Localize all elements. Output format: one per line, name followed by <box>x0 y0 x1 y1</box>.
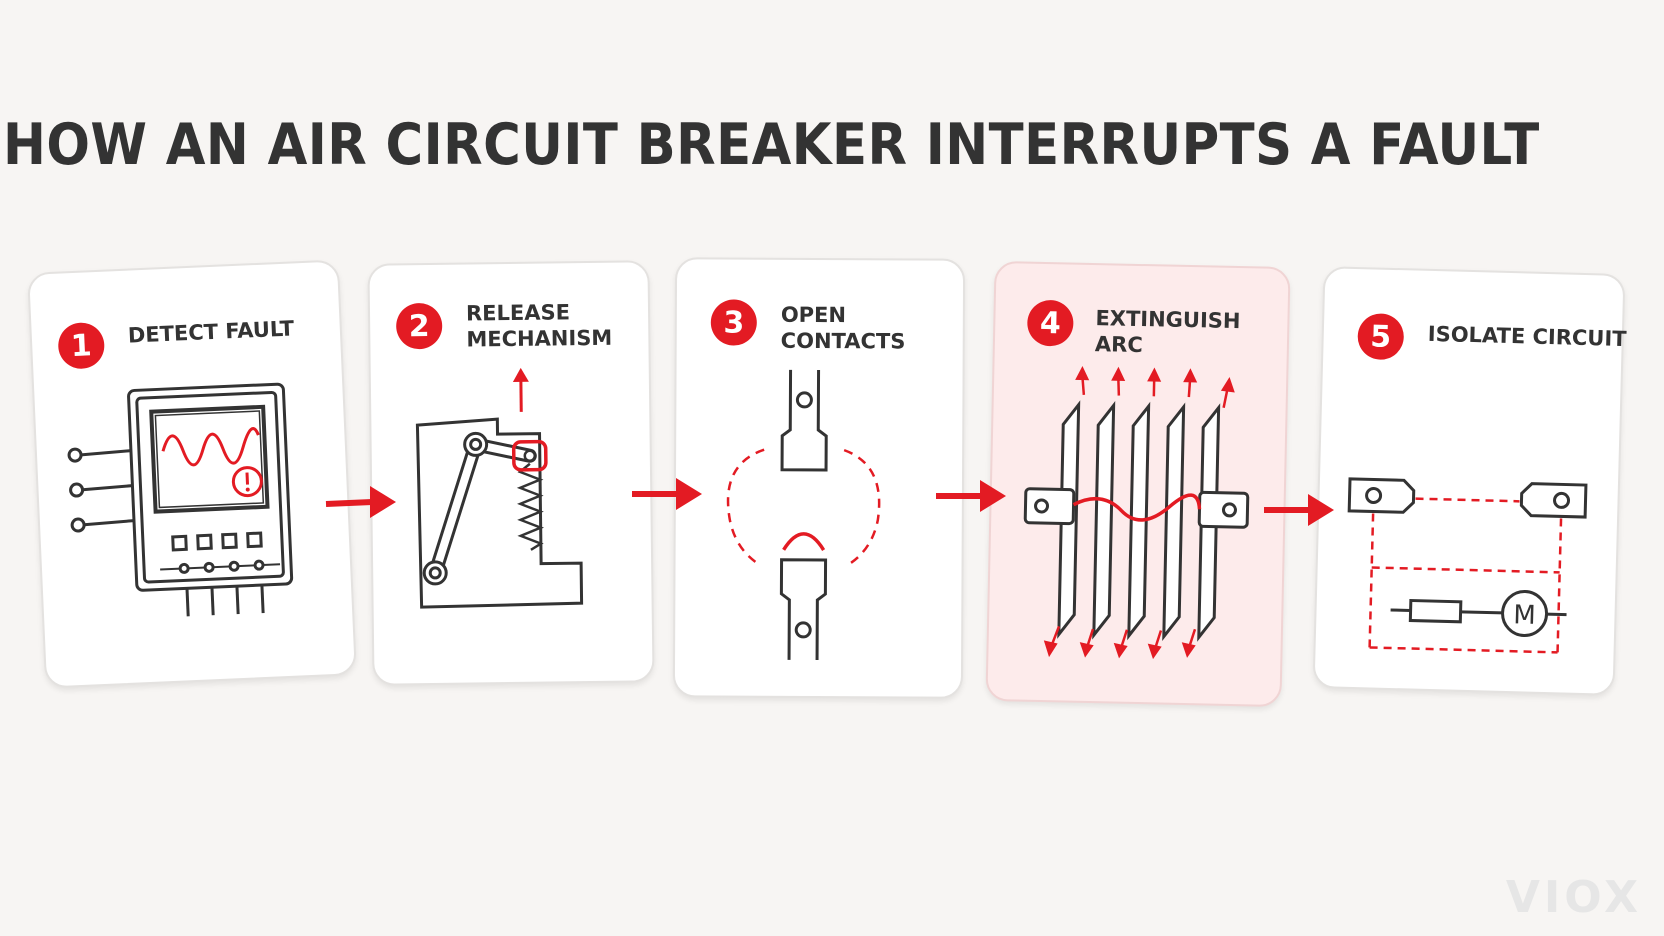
step-card-3: 3 OPEN CONTACTS <box>672 257 966 699</box>
step-label-5: ISOLATE CIRCUIT <box>1427 321 1627 352</box>
motor-label: M <box>1513 600 1536 631</box>
step-card-2: 2 RELEASE MECHANISM <box>367 260 655 686</box>
arrow-right-icon <box>936 480 1006 512</box>
step-card-4: 4 EXTINGUISH ARC <box>985 260 1291 708</box>
brand-logo: VIOX <box>1505 872 1642 923</box>
trip-mechanism-icon <box>415 367 584 609</box>
arc-chute-icon <box>1023 366 1250 660</box>
page-title: HOW AN AIR CIRCUIT BREAKER INTERRUPTS A … <box>2 112 1540 178</box>
separated-contacts-icon <box>726 369 881 661</box>
step-card-1: 1 DETECT FAULT <box>27 259 357 689</box>
isolated-circuit-icon: M <box>1347 477 1588 654</box>
step-badge-1: 1 <box>57 321 106 370</box>
step-label-2: RELEASE MECHANISM <box>465 300 613 352</box>
step-badge-5: 5 <box>1357 313 1405 361</box>
arrow-right-icon <box>1264 494 1334 526</box>
arrow-right-icon <box>325 486 396 518</box>
step-badge-2: 2 <box>395 302 443 350</box>
step-label-3: OPEN CONTACTS <box>780 302 906 354</box>
step-label-1: DETECT FAULT <box>127 316 295 348</box>
step-badge-4: 4 <box>1026 299 1074 347</box>
step-card-5: 5 ISOLATE CIRCUIT M <box>1312 266 1627 696</box>
step-label-4: EXTINGUISH ARC <box>1094 306 1241 358</box>
arrow-right-icon <box>632 478 702 510</box>
step-badge-3: 3 <box>710 299 757 346</box>
fault-relay-icon <box>67 382 294 617</box>
